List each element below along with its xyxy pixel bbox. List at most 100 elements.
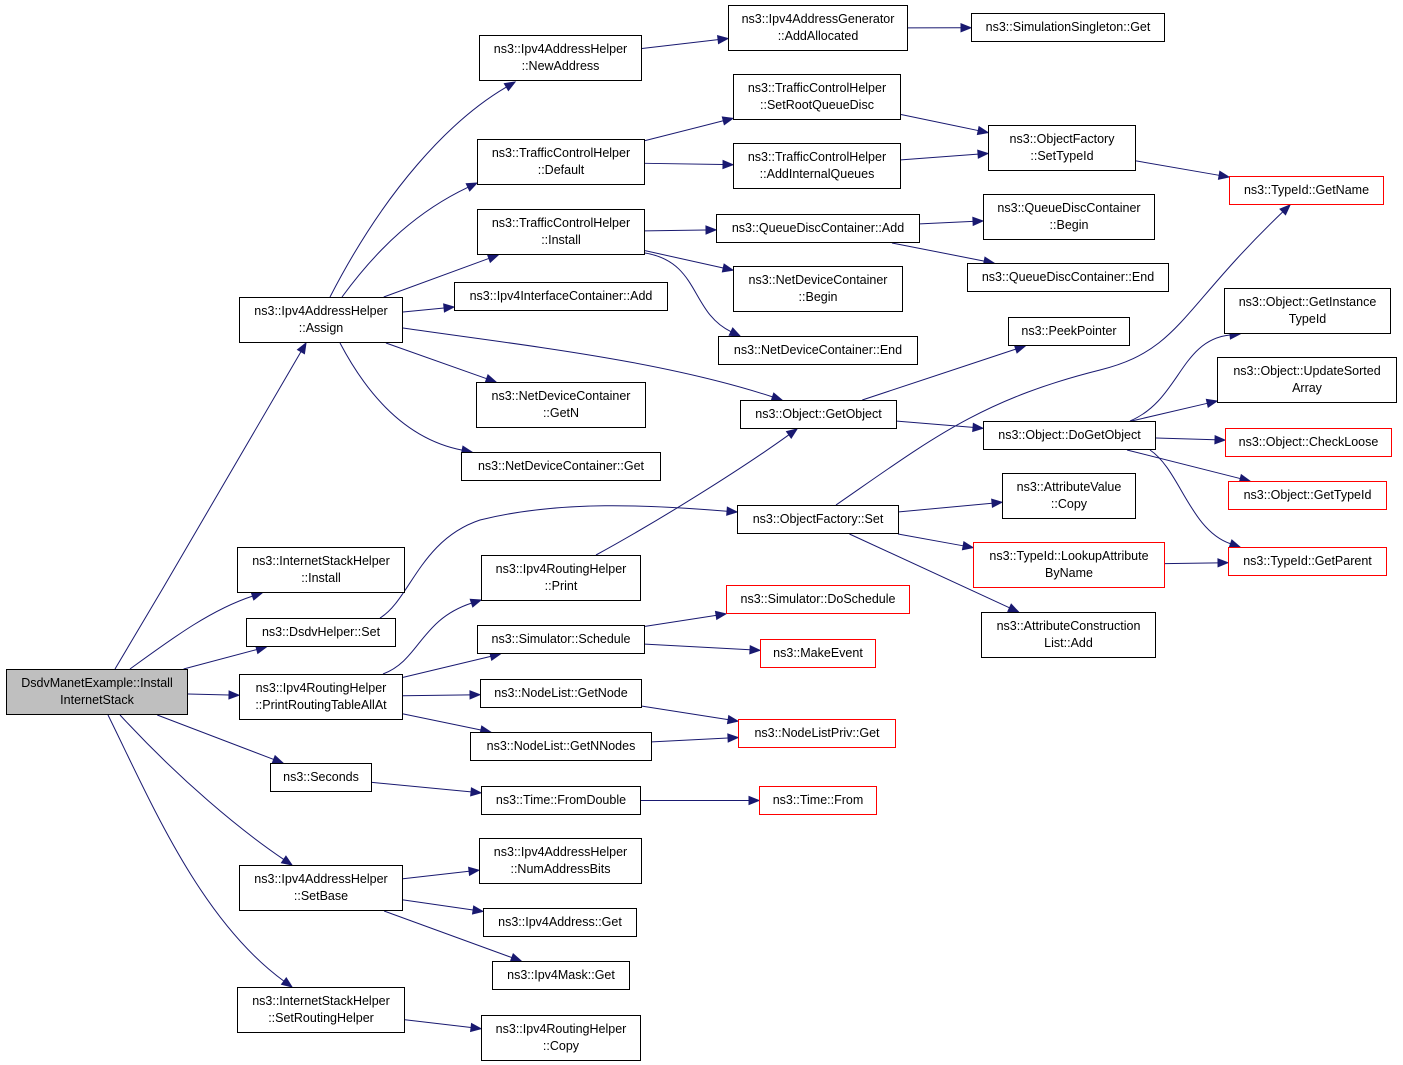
node-typeIdGetName[interactable]: ns3::TypeId::GetName (1229, 176, 1384, 205)
node-ofSetTypeId[interactable]: ns3::ObjectFactory::SetTypeId (988, 125, 1136, 171)
node-simSingletonGet[interactable]: ns3::SimulationSingleton::Get (971, 13, 1165, 42)
edge-tchSetRoot-to-ofSetTypeId (900, 113, 979, 132)
node-root-label-line: InternetStack (60, 693, 134, 707)
node-qdcBegin-label-line: ns3::QueueDiscContainer (997, 201, 1141, 215)
edge-ofSet-to-attrValueCopy (898, 502, 993, 513)
node-qdcBegin[interactable]: ns3::QueueDiscContainer::Begin (983, 194, 1155, 240)
node-timeFromDouble-label-line: ns3::Time::FromDouble (495, 793, 627, 807)
node-seconds-label-line: ns3::Seconds (283, 770, 359, 784)
node-setBase[interactable]: ns3::Ipv4AddressHelper::SetBase (239, 865, 403, 911)
edge-rhPrint-to-objGetObject-arrowhead (785, 428, 799, 439)
node-tchInstall[interactable]: ns3::TrafficControlHelper::Install (477, 209, 645, 255)
node-doGetObject[interactable]: ns3::Object::DoGetObject (983, 421, 1156, 450)
node-ndcBegin[interactable]: ns3::NetDeviceContainer::Begin (733, 266, 903, 312)
edge-qdcAdd-to-qdcBegin-arrowhead (972, 216, 985, 227)
node-qdcEnd[interactable]: ns3::QueueDiscContainer::End (967, 263, 1169, 292)
edge-seconds-to-timeFromDouble-arrowhead (470, 787, 483, 797)
node-tchInstall-label-line: ns3::TrafficControlHelper (491, 216, 631, 230)
edge-tchDefault-to-tchAddInternal (644, 162, 724, 166)
node-timeFromDouble[interactable]: ns3::Time::FromDouble (481, 786, 641, 815)
node-setRH[interactable]: ns3::InternetStackHelper::SetRoutingHelp… (237, 987, 405, 1033)
node-ipv4MaskGet[interactable]: ns3::Ipv4Mask::Get (492, 961, 630, 990)
edge-tchDefault-to-tchSetRoot (644, 120, 724, 142)
node-objGetTypeId[interactable]: ns3::Object::GetTypeId (1228, 481, 1387, 510)
edge-root-to-seconds (157, 714, 274, 760)
node-assign[interactable]: ns3::Ipv4AddressHelper::Assign (239, 297, 403, 343)
node-peekPointer[interactable]: ns3::PeekPointer (1008, 317, 1130, 346)
edge-printRT-to-simSchedule (402, 655, 491, 678)
edge-seconds-to-timeFromDouble (371, 781, 472, 793)
edge-simSchedule-to-simDoSchedule (644, 614, 717, 627)
node-ipv4AddrGet[interactable]: ns3::Ipv4Address::Get (483, 908, 637, 937)
edge-tchAddInternal-to-ofSetTypeId (900, 153, 979, 161)
edge-nlGetNode-to-nlPrivGet-arrowhead (726, 714, 740, 725)
node-numAddrBits[interactable]: ns3::Ipv4AddressHelper::NumAddressBits (479, 838, 642, 884)
edge-assign-to-objGetObject (402, 327, 773, 398)
node-printRT-label-line: ns3::Ipv4RoutingHelper (255, 681, 387, 695)
node-qdcEnd-label-line: ns3::QueueDiscContainer::End (981, 270, 1155, 284)
node-simDoSchedule[interactable]: ns3::Simulator::DoSchedule (726, 585, 910, 614)
node-printRT[interactable]: ns3::Ipv4RoutingHelper::PrintRoutingTabl… (239, 674, 403, 720)
node-checkLoose-label-line: ns3::Object::CheckLoose (1238, 435, 1379, 449)
node-lookupAttr-label-line: ByName (1045, 566, 1093, 580)
node-rhCopy[interactable]: ns3::Ipv4RoutingHelper::Copy (481, 1015, 641, 1061)
edge-root-to-setBase (119, 714, 284, 860)
edge-root-to-setBase-arrowhead (280, 855, 294, 866)
node-newAddr-label-line: ns3::Ipv4AddressHelper (493, 42, 628, 56)
node-ishInstall[interactable]: ns3::InternetStackHelper::Install (237, 547, 405, 593)
node-nlGetNode[interactable]: ns3::NodeList::GetNode (480, 679, 642, 708)
node-ndcGetN[interactable]: ns3::NetDeviceContainer::GetN (476, 382, 646, 428)
node-assign-label-line: ::Assign (298, 321, 344, 335)
edge-tchSetRoot-to-ofSetTypeId-arrowhead (976, 125, 990, 136)
node-typeIdGetParent[interactable]: ns3::TypeId::GetParent (1228, 547, 1387, 576)
node-printRT-label-line: ::PrintRoutingTableAllAt (255, 698, 387, 712)
node-ndcEnd[interactable]: ns3::NetDeviceContainer::End (718, 336, 918, 365)
node-ndcGet[interactable]: ns3::NetDeviceContainer::Get (461, 452, 661, 481)
node-ishInstall-label-line: ns3::InternetStackHelper (252, 554, 390, 568)
node-newAddr-label-line: ::NewAddress (521, 59, 600, 73)
node-nlGetNNodes[interactable]: ns3::NodeList::GetNNodes (470, 732, 652, 761)
edge-assign-to-iicAdd-arrowhead (443, 303, 456, 313)
node-nlPrivGet[interactable]: ns3::NodeListPriv::Get (738, 719, 896, 748)
node-ndcBegin-label-line: ::Begin (798, 290, 838, 304)
edge-assign-to-ndcGetN (385, 342, 487, 380)
node-tchSetRoot[interactable]: ns3::TrafficControlHelper::SetRootQueueD… (733, 74, 901, 120)
edge-setRH-to-rhCopy-arrowhead (470, 1022, 483, 1033)
node-typeIdGetName-label-line: ns3::TypeId::GetName (1243, 183, 1370, 197)
node-ofSet[interactable]: ns3::ObjectFactory::Set (737, 505, 899, 534)
node-root-label-line: DsdvManetExample::Install (21, 676, 173, 690)
node-objGetObject-label-line: ns3::Object::GetObject (755, 407, 882, 421)
node-newAddr[interactable]: ns3::Ipv4AddressHelper::NewAddress (479, 35, 642, 81)
node-iicAdd[interactable]: ns3::Ipv4InterfaceContainer::Add (454, 282, 668, 311)
node-simSchedule[interactable]: ns3::Simulator::Schedule (477, 625, 645, 654)
edge-doGetObject-to-objGetTypeId (1126, 449, 1241, 480)
node-attrValueCopy[interactable]: ns3::AttributeValue::Copy (1002, 473, 1136, 519)
node-ndcGetN-label-line: ns3::NetDeviceContainer (491, 389, 631, 403)
node-rhPrint-label-line: ns3::Ipv4RoutingHelper (495, 562, 627, 576)
node-seconds[interactable]: ns3::Seconds (270, 763, 372, 792)
node-tchAddInternal-label-line: ns3::TrafficControlHelper (747, 150, 887, 164)
node-addrGenAlloc[interactable]: ns3::Ipv4AddressGenerator::AddAllocated (728, 5, 908, 51)
node-tchAddInternal[interactable]: ns3::TrafficControlHelper::AddInternalQu… (733, 143, 901, 189)
edge-ofSet-to-attrConstrAdd (849, 533, 1010, 609)
node-makeEvent-label-line: ns3::MakeEvent (773, 646, 863, 660)
node-checkLoose[interactable]: ns3::Object::CheckLoose (1225, 428, 1392, 457)
edge-doGetObject-to-getInstanceTypeId (1129, 334, 1231, 422)
node-dsdvSet[interactable]: ns3::DsdvHelper::Set (246, 618, 396, 647)
edge-lookupAttr-to-typeIdGetParent (1164, 562, 1219, 565)
node-qdcAdd[interactable]: ns3::QueueDiscContainer::Add (716, 214, 920, 243)
node-rhPrint[interactable]: ns3::Ipv4RoutingHelper::Print (481, 555, 641, 601)
edge-ofSet-to-typeIdGetName (835, 211, 1284, 506)
node-objGetObject[interactable]: ns3::Object::GetObject (740, 400, 897, 429)
edge-root-to-setRH (107, 714, 285, 982)
node-tchDefault[interactable]: ns3::TrafficControlHelper::Default (477, 139, 645, 185)
edge-printRT-to-rhPrint (382, 602, 472, 675)
node-makeEvent[interactable]: ns3::MakeEvent (760, 639, 876, 668)
node-ofSetTypeId-label-line: ns3::ObjectFactory (1009, 132, 1115, 146)
edge-simSchedule-to-makeEvent (644, 643, 751, 651)
node-timeFrom[interactable]: ns3::Time::From (759, 786, 877, 815)
